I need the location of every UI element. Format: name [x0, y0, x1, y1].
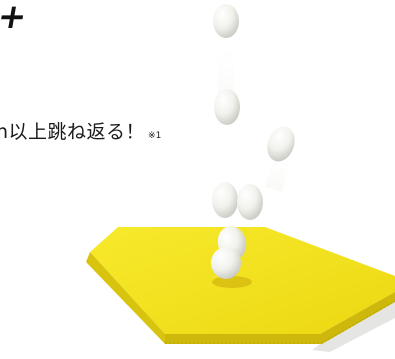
egg-shaped-ball-icon — [237, 184, 263, 220]
egg-shaped-ball-icon — [212, 182, 238, 218]
egg-shaped-ball-icon — [213, 4, 239, 38]
egg-shaped-ball-icon — [214, 89, 240, 125]
bounce-caption-text: n以上跳ね返る！ — [0, 121, 146, 143]
footnote-marker: ※1 — [148, 131, 162, 141]
impact-shadow — [212, 276, 252, 288]
egg-shaped-ball-icon — [211, 247, 241, 279]
mat-bottom-edge — [165, 292, 395, 344]
egg-shaped-ball-icon — [267, 126, 295, 162]
mat-front-edge — [86, 252, 165, 344]
bounce-caption: n以上跳ね返る！※1 — [0, 117, 161, 144]
